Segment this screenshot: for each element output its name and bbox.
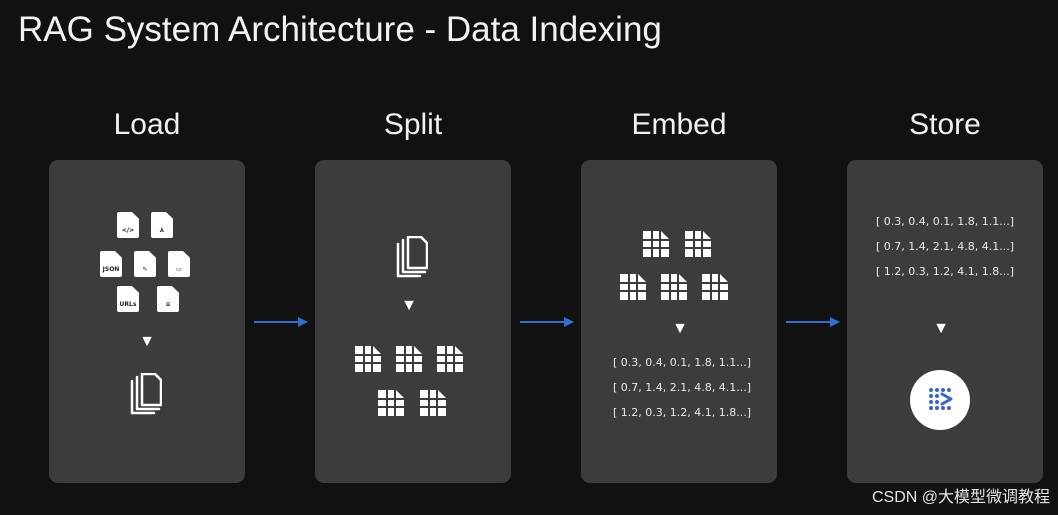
stage-label-load: Load [113, 108, 181, 141]
flow-arrow-icon [254, 317, 308, 327]
chunk-icon [420, 388, 446, 418]
json-file-icon: JSON [100, 251, 122, 277]
vector-row: [ 1.2, 0.3, 1.2, 4.1, 1.8...] [613, 406, 752, 419]
vector-row: [ 1.2, 0.3, 1.2, 4.1, 1.8...] [876, 265, 1015, 278]
pdf-file-icon: ⅄ [151, 212, 173, 238]
vector-list: [ 0.3, 0.4, 0.1, 1.8, 1.1...] [ 0.7, 1.4… [876, 209, 1014, 284]
vector-row: [ 0.7, 1.4, 2.1, 4.8, 4.1...] [876, 240, 1015, 253]
stage-label-store: Store [909, 108, 981, 141]
urls-file-icon: URLs [117, 286, 139, 312]
vector-list: [ 0.3, 0.4, 0.1, 1.8, 1.1...] [ 0.7, 1.4… [613, 350, 751, 425]
chunk-icon [378, 388, 404, 418]
panel-embed: ▼ [ 0.3, 0.4, 0.1, 1.8, 1.1...] [ 0.7, 1… [581, 160, 777, 483]
documents-stack-icon [396, 236, 428, 278]
chunk-icon [396, 344, 422, 374]
watermark: CSDN @大模型微调教程 [871, 489, 1050, 506]
chunk-icon [702, 272, 728, 302]
flow-arrow-icon [786, 317, 840, 327]
down-arrow-icon: ▼ [401, 297, 417, 314]
urls-file-label: URLs [119, 301, 137, 308]
vector-row: [ 0.7, 1.4, 2.1, 4.8, 4.1...] [613, 381, 752, 394]
vector-row: [ 0.3, 0.4, 0.1, 1.8, 1.1...] [613, 356, 752, 369]
vector-database-glyph [929, 388, 953, 410]
stage-label-embed: Embed [631, 108, 727, 141]
json-file-label: JSON [102, 266, 120, 273]
text-file-icon: ≡ [157, 286, 179, 312]
vector-database-icon [910, 370, 970, 430]
panel-load: </> ⅄ JSON ✎ ▭ URLs ≡ ▼ [49, 160, 245, 483]
down-arrow-icon: ▼ [672, 320, 688, 337]
stage-label-split: Split [383, 108, 443, 141]
down-arrow-icon: ▼ [933, 320, 949, 337]
edit-file-icon: ✎ [134, 251, 156, 277]
vector-row: [ 0.3, 0.4, 0.1, 1.8, 1.1...] [876, 215, 1015, 228]
page-title: RAG System Architecture - Data Indexing [18, 10, 662, 49]
chunk-icon [685, 229, 711, 259]
documents-stack-icon [130, 373, 162, 415]
flow-arrow-icon [520, 317, 574, 327]
chunk-icon [620, 272, 646, 302]
chunk-icon [355, 344, 381, 374]
code-file-icon: </> [117, 212, 139, 238]
down-arrow-icon: ▼ [139, 333, 155, 350]
chunk-icon [437, 344, 463, 374]
chunk-icon [643, 229, 669, 259]
panel-split: ▼ [315, 160, 511, 483]
doc-file-icon: ▭ [168, 251, 190, 277]
chunk-icon [661, 272, 687, 302]
panel-store: [ 0.3, 0.4, 0.1, 1.8, 1.1...] [ 0.7, 1.4… [847, 160, 1043, 483]
